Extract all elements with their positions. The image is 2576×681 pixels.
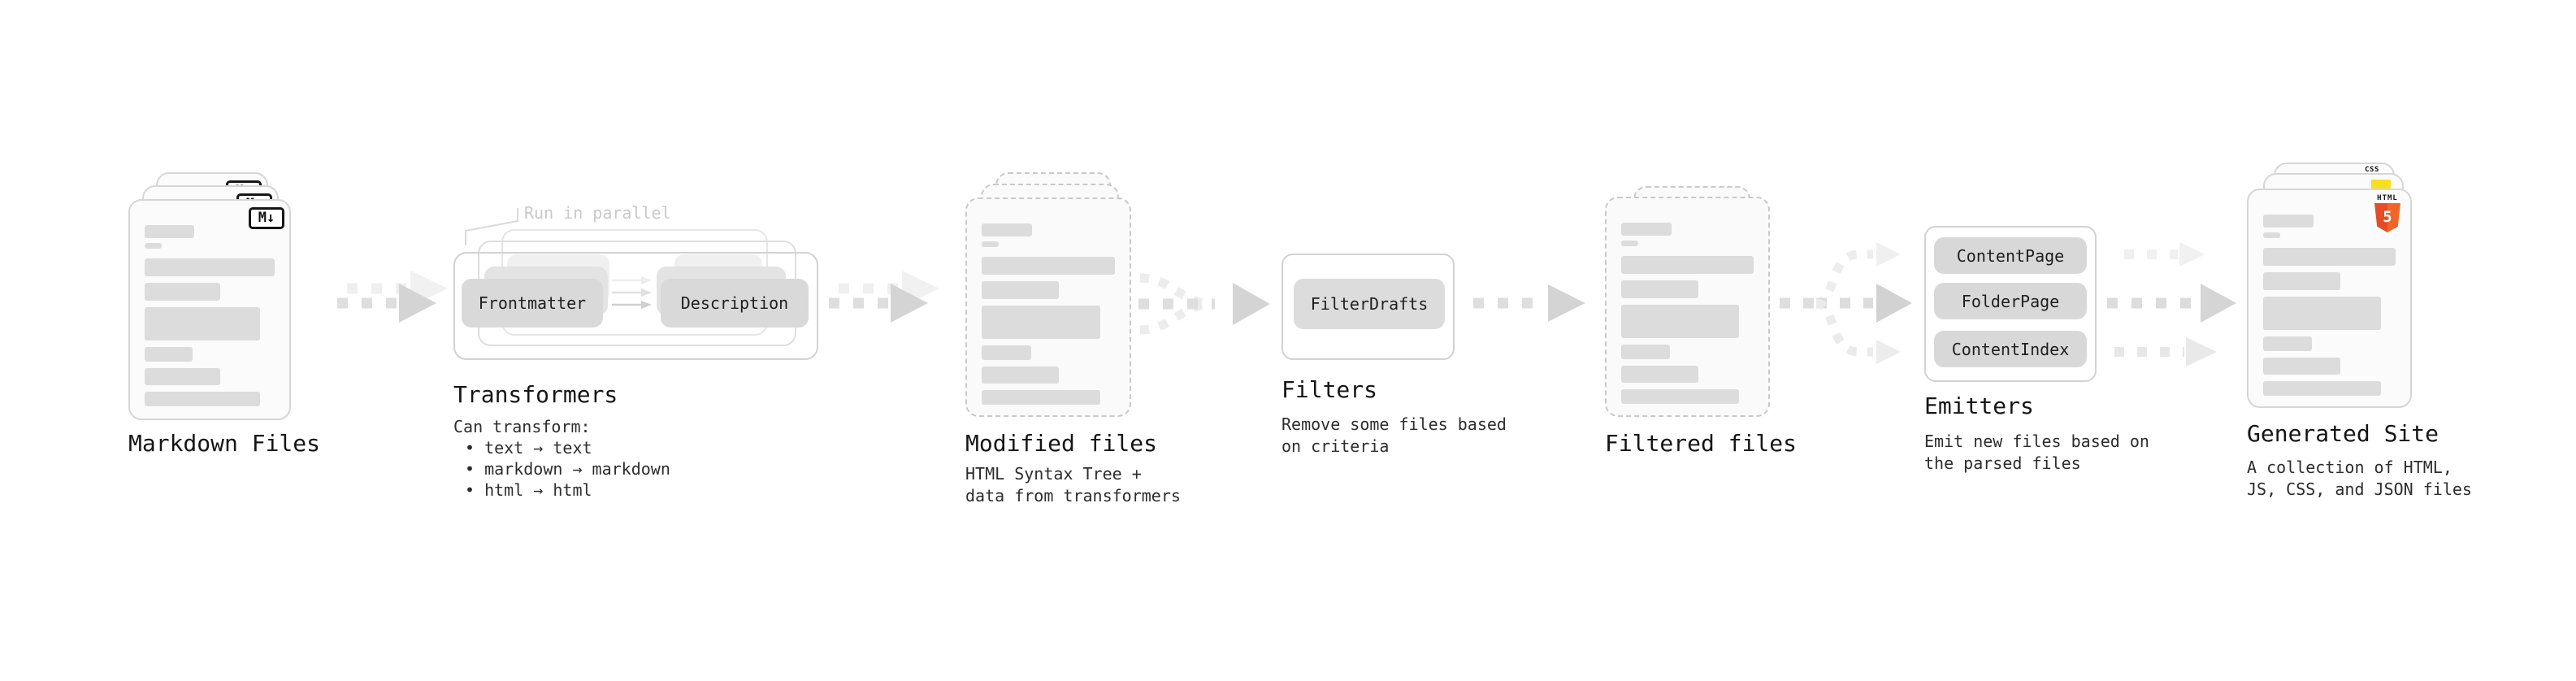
css-label: CSS	[2365, 166, 2379, 174]
subtitle-line: JS, CSS, and JSON files	[2247, 479, 2472, 499]
transform-arrows-icon	[612, 276, 652, 309]
subtitle-line: data from transformers	[965, 486, 1181, 505]
subtitle-line: HTML Syntax Tree +	[965, 464, 1142, 484]
html5-icon: HTML 5	[2371, 194, 2404, 232]
site-file-card-html: HTML 5	[2247, 189, 2412, 408]
filtered-files-title: Filtered files	[1605, 430, 1798, 457]
contentindex-pill: ContentIndex	[1934, 331, 2087, 367]
subtitle-line: Emit new files based on	[1924, 432, 2149, 451]
frontmatter-pill: Frontmatter	[462, 279, 603, 327]
filterdrafts-pill: FilterDrafts	[1294, 279, 1445, 329]
file-content-skeleton	[145, 225, 275, 406]
filters-subtitle: Remove some files based on criteria	[1281, 414, 1507, 458]
bullet-item: • markdown → markdown	[465, 459, 670, 479]
transformers-description: Can transform: • text → text • markdown …	[453, 416, 670, 501]
transformers-title: Transformers	[453, 381, 618, 408]
contentpage-pill: ContentPage	[1934, 237, 2087, 274]
emitters-subtitle: Emit new files based on the parsed files	[1924, 431, 2149, 475]
markdown-file-card-front: M↓	[128, 199, 291, 420]
modified-files-subtitle: HTML Syntax Tree + data from transformer…	[965, 463, 1181, 507]
file-content-skeleton	[2263, 215, 2396, 396]
html-label: HTML	[2377, 194, 2398, 202]
folderpage-pill: FolderPage	[1934, 283, 2087, 319]
description-pill: Description	[661, 279, 809, 327]
file-content-skeleton	[982, 223, 1115, 405]
arrow-emitters-to-site-icon	[2107, 242, 2236, 367]
parallel-leader-line-icon	[465, 208, 518, 245]
emitters-title: Emitters	[1924, 393, 2034, 419]
can-transform-heading: Can transform:	[453, 417, 591, 436]
arrow-filters-to-filtered-icon	[1473, 284, 1585, 322]
modified-files-title: Modified files	[965, 430, 1158, 457]
run-in-parallel-note: Run in parallel	[524, 203, 671, 223]
generated-site-subtitle: A collection of HTML, JS, CSS, and JSON …	[2247, 457, 2472, 501]
filters-title: Filters	[1281, 376, 1378, 403]
subtitle-line: Remove some files based	[1281, 414, 1507, 434]
subtitle-line: on criteria	[1281, 436, 1390, 456]
modified-file-card-front	[965, 197, 1131, 417]
filtered-file-card-front	[1605, 197, 1770, 417]
bullet-item: • text → text	[465, 438, 592, 458]
subtitle-line: the parsed files	[1924, 453, 2081, 473]
arrow-markdown-to-transformers-icon	[337, 271, 448, 323]
file-content-skeleton	[1621, 223, 1754, 404]
subtitle-line: A collection of HTML,	[2247, 458, 2452, 477]
markdown-files-title: Markdown Files	[128, 430, 321, 457]
generated-site-title: Generated Site	[2247, 420, 2439, 447]
transformer-layer-front	[453, 252, 818, 360]
markdown-icon: M↓	[249, 207, 284, 229]
arrow-transformers-to-modified-icon	[829, 271, 939, 323]
arrow-modified-to-filters-icon	[1138, 273, 1270, 335]
js-file-icon	[2371, 180, 2391, 189]
bullet-item: • html → html	[465, 480, 592, 500]
arrow-filtered-to-emitters-icon	[1780, 242, 1912, 364]
